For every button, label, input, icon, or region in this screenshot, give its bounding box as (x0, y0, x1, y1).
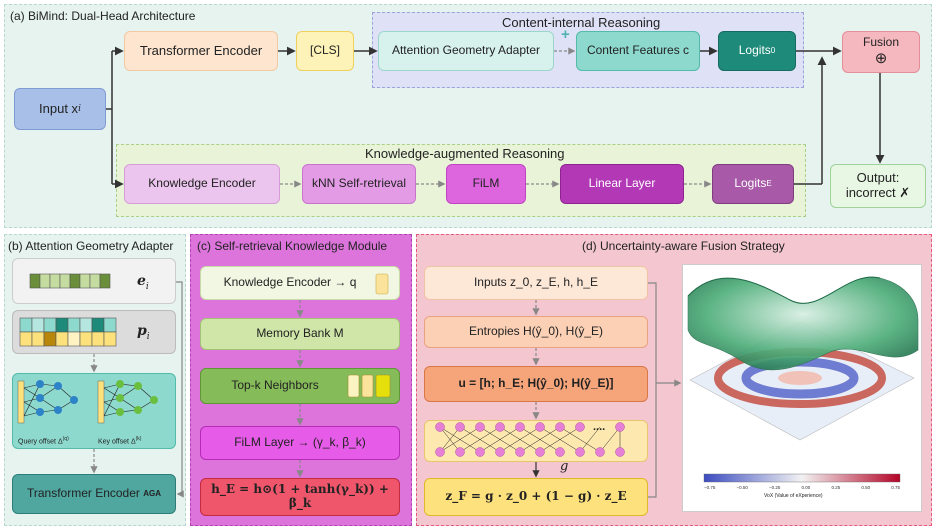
knn-box: kNN Self-retrieval (302, 164, 416, 204)
query-offset-label: Query offset Δ(q) (18, 436, 69, 446)
e-label: ei (137, 273, 149, 292)
c-equation-box: h_E = h⊙(1 + tanh(γ_k)) + β_k (200, 478, 400, 516)
colorbar-tick: 0.75 (891, 485, 900, 490)
plus-sign: + (561, 26, 570, 43)
entropies-box: Entropies H(ŷ_0), H(ŷ_E) (424, 316, 648, 348)
panel-b-title: (b) Attention Geometry Adapter (8, 239, 174, 253)
knowledge-reasoning-title: Knowledge-augmented Reasoning (365, 146, 565, 161)
fusion-symbol: ⊕ (874, 50, 888, 68)
knowledge-encoder-box: Knowledge Encoder (124, 164, 280, 204)
content-features-box: Content Features c (576, 31, 700, 71)
transformer-aga-box: Transformer Encoder AGA (12, 474, 176, 514)
mlp-dots: .... (593, 421, 606, 433)
colorbar-tick: 0.50 (861, 485, 871, 490)
colorbar-tick: −0.25 (769, 485, 781, 490)
c-knowledge-encoder-box: Knowledge Encoder → q (200, 266, 400, 300)
output-line1: Output: (856, 170, 900, 186)
key-offset-label: Key offset Δ(k) (98, 436, 142, 446)
panel-a-title: (a) BiMind: Dual-Head Architecture (10, 9, 196, 23)
cls-box: [CLS] (296, 31, 354, 71)
e-vector-box (12, 258, 176, 304)
input-label: Input x (39, 100, 79, 116)
colorbar-tick: 0.00 (801, 485, 811, 490)
p-label: pi (137, 323, 150, 342)
colorbar-label: VoX (Value of eXperience) (764, 493, 823, 499)
surface-plot-frame (682, 264, 922, 512)
u-vector-box: u = [h; h_E; H(ŷ_0); H(ŷ_E)] (424, 366, 648, 402)
aga-box: Attention Geometry Adapter (378, 31, 554, 71)
film-layer-box: FiLM Layer → (γ_k, β_k) (200, 426, 400, 460)
inputs-box: Inputs z_0, z_E, h, h_E (424, 266, 648, 300)
linear-layer-box: Linear Layer (560, 164, 684, 204)
topk-label: Top-k Neighbors (231, 378, 319, 393)
content-reasoning-title: Content-internal Reasoning (502, 15, 661, 30)
g-label: g (560, 459, 569, 474)
colorbar-ticks: −0.75 −0.50 −0.25 0.00 0.25 0.50 0.75 (704, 485, 900, 490)
fusion-box: Fusion ⊕ (842, 31, 920, 73)
final-fusion-box: z_F = g · z_0 + (1 − g) · z_E (424, 478, 648, 516)
fusion-label: Fusion (862, 35, 900, 50)
panel-d-title: (d) Uncertainty-aware Fusion Strategy (582, 239, 785, 253)
colorbar-tick: −0.50 (736, 485, 748, 490)
logits0-sub: 0 (770, 46, 776, 56)
colorbar-tick: 0.25 (831, 485, 841, 490)
topk-box: Top-k Neighbors (200, 368, 400, 404)
input-sub: i (78, 103, 81, 114)
logits0-label: Logits (738, 43, 771, 58)
c-knowledge-encoder-label: Knowledge Encoder → q (223, 275, 357, 290)
p-vector-box (12, 310, 176, 354)
film-box: FiLM (446, 164, 526, 204)
colorbar-tick: −0.75 (704, 485, 716, 490)
output-box: Output: incorrect ✗ (830, 164, 926, 208)
logitsE-sub: E (766, 179, 772, 189)
mlp-box (424, 420, 648, 462)
transformer-encoder-box: Transformer Encoder (124, 31, 278, 71)
memory-bank-box: Memory Bank M (200, 318, 400, 350)
output-line2: incorrect ✗ (845, 185, 911, 200)
logitsE-label: Logits (734, 176, 767, 191)
panel-c-title: (c) Self-retrieval Knowledge Module (197, 239, 388, 253)
